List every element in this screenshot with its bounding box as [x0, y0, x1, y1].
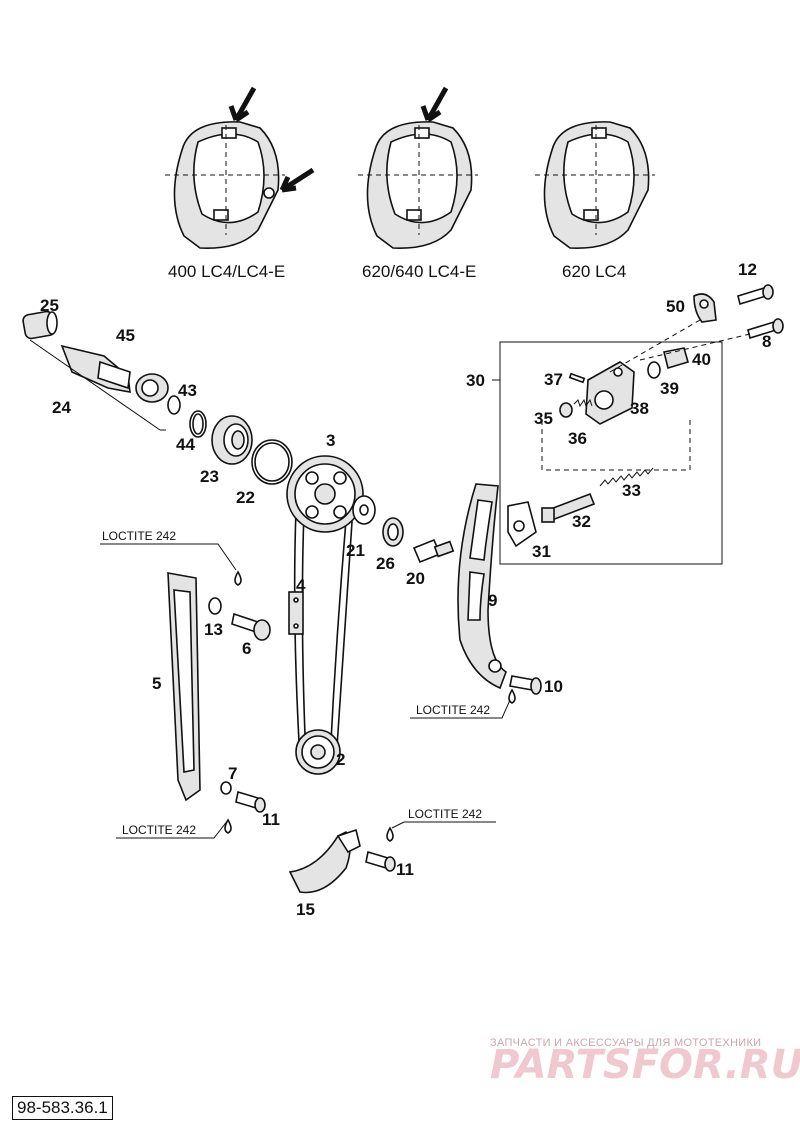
callout-44: 44 — [176, 435, 195, 454]
callout-22: 22 — [236, 488, 255, 507]
callout-50: 50 — [666, 297, 685, 316]
o-rings-43-44 — [167, 395, 207, 438]
loctite-leader-4 — [410, 699, 511, 719]
plug-35 — [559, 402, 573, 418]
callout-39: 39 — [660, 379, 679, 398]
gasket-31 — [507, 501, 537, 548]
callout-43: 43 — [178, 381, 197, 400]
bolt-11-right — [365, 850, 396, 872]
callout-36: 36 — [568, 429, 587, 448]
callout-11-right: 11 — [396, 860, 414, 879]
variant-label-400: 400 LC4/LC4-E — [168, 262, 285, 281]
washer-13 — [208, 597, 222, 615]
callout-26: 26 — [376, 554, 395, 573]
timing-chain-4 — [288, 508, 353, 764]
spring-36 — [573, 398, 593, 408]
loctite-drop-3 — [386, 826, 394, 842]
head-variant-620 — [535, 121, 655, 249]
bolt-8 — [747, 318, 784, 340]
callout-10: 10 — [544, 677, 563, 696]
callout-45: 45 — [116, 326, 135, 345]
callout-35: 35 — [534, 409, 553, 428]
cam-sprocket-3 — [286, 455, 364, 533]
washer-7 — [220, 781, 232, 795]
bolt-12 — [737, 284, 774, 306]
callout-12: 12 — [738, 260, 757, 279]
callout-6: 6 — [242, 639, 251, 658]
callout-40: 40 — [692, 350, 711, 369]
watermark-logo: PARTSFOR.RU — [490, 1042, 800, 1088]
tensioning-rail-9 — [457, 483, 507, 690]
callout-4: 4 — [296, 576, 306, 595]
callout-9: 9 — [488, 591, 497, 610]
callout-8: 8 — [762, 332, 771, 351]
callout-3: 3 — [326, 431, 335, 450]
callout-33: 33 — [622, 481, 641, 500]
callout-30: 30 — [466, 371, 485, 390]
loctite-drop-2 — [224, 818, 232, 834]
pin-37 — [568, 372, 586, 384]
loctite-leader-1 — [100, 543, 237, 571]
spring-33 — [599, 467, 654, 487]
callout-24: 24 — [52, 398, 71, 417]
callout-31: 31 — [532, 542, 551, 561]
bolt-20 — [412, 538, 455, 564]
tensioner-housing-38 — [585, 361, 635, 425]
needle-bearing-25 — [22, 310, 58, 340]
camshaft-assembly — [29, 339, 169, 431]
bolt-11-left — [235, 790, 266, 813]
guide-rail-5 — [167, 572, 201, 802]
circlip-22 — [251, 439, 293, 485]
reference-code: 98-583.36.1 — [12, 1096, 113, 1120]
plunger-32 — [541, 492, 596, 523]
tensioner-box — [499, 341, 723, 565]
watermark-caption: ЗАПЧАСТИ И АКСЕССУАРЫ ДЛЯ МОТОТЕХНИКИ — [490, 1037, 761, 1049]
loctite-drop-4 — [508, 688, 516, 704]
callout-15: 15 — [296, 900, 315, 919]
variant-label-620: 620 LC4 — [562, 262, 626, 281]
callout-25: 25 — [40, 296, 59, 315]
callout-5: 5 — [152, 674, 161, 693]
loctite-drop-1 — [234, 570, 242, 586]
head-variant-620-640 — [358, 86, 478, 249]
loctite-label-3: LOCTITE 242 — [408, 807, 482, 821]
bracket-50 — [693, 293, 717, 323]
ball-bearing-23 — [211, 415, 253, 465]
loctite-leader-2 — [116, 819, 229, 839]
callout-21: 21 — [346, 541, 365, 560]
head-variant-400 — [165, 86, 315, 249]
loctite-label-2: LOCTITE 242 — [122, 823, 196, 837]
bolt-6 — [231, 612, 271, 641]
callout-7: 7 — [228, 764, 237, 783]
callout-23: 23 — [200, 467, 219, 486]
callout-2: 2 — [336, 750, 345, 769]
seal-26 — [382, 517, 404, 547]
callout-37: 37 — [544, 370, 563, 389]
callout-38: 38 — [630, 399, 649, 418]
callout-11-left: 11 — [262, 810, 280, 829]
washer-21 — [352, 495, 376, 525]
variant-label-620-640: 620/640 LC4-E — [362, 262, 476, 281]
crank-sprocket-2 — [295, 729, 341, 775]
chain-guide-15 — [288, 828, 361, 894]
washer-39 — [647, 361, 661, 379]
callout-32: 32 — [572, 512, 591, 531]
callout-labels: 25 45 24 43 44 23 22 3 21 26 20 4 13 6 5… — [40, 260, 771, 919]
callout-20: 20 — [406, 569, 425, 588]
bolt-10 — [509, 675, 542, 695]
loctite-label-1: LOCTITE 242 — [102, 529, 176, 543]
loctite-label-4: LOCTITE 242 — [416, 703, 490, 717]
callout-13: 13 — [204, 620, 223, 639]
